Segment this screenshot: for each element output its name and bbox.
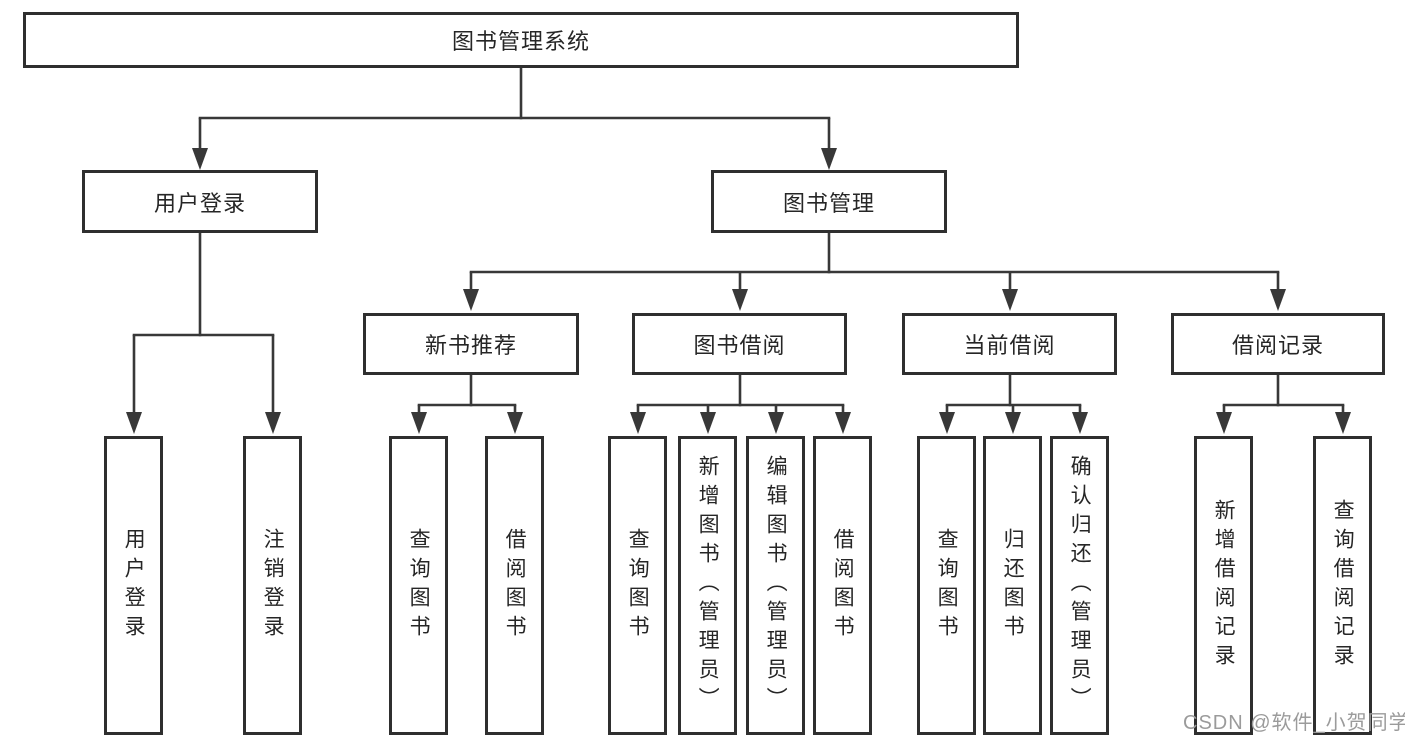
leaf-query-books-2-label: 查询图书 — [626, 527, 650, 644]
connector-user-login-children — [126, 233, 281, 434]
node-book-management-label: 图书管理 — [782, 190, 875, 216]
leaf-borrow-books-1-label: 借阅图书 — [503, 527, 527, 644]
leaf-logout: 注销登录 — [243, 436, 302, 735]
leaf-borrow-books-2: 借阅图书 — [813, 436, 872, 735]
connector-book-management-children — [463, 233, 1286, 311]
node-book-management: 图书管理 — [711, 170, 947, 233]
leaf-return-books: 归还图书 — [983, 436, 1042, 735]
node-root-label: 图书管理系统 — [451, 29, 590, 54]
csdn-watermark: CSDN @软件_小贺同学 — [1183, 712, 1405, 734]
leaf-edit-books-admin: 编辑图书（管理员） — [746, 436, 805, 735]
leaf-query-books-1-label: 查询图书 — [407, 527, 431, 644]
leaf-return-books-label: 归还图书 — [1001, 527, 1025, 644]
leaf-add-books-admin-label: 新增图书（管理员） — [696, 455, 720, 716]
node-new-book-recommend: 新书推荐 — [363, 313, 579, 375]
leaf-add-borrow-record: 新增借阅记录 — [1194, 436, 1253, 735]
connector-book-borrow-children — [630, 375, 851, 434]
leaf-borrow-books-1: 借阅图书 — [485, 436, 544, 735]
leaf-query-borrow-record-label: 查询借阅记录 — [1331, 498, 1355, 673]
leaf-logout-label: 注销登录 — [261, 527, 285, 644]
node-user-login-label: 用户登录 — [153, 190, 246, 216]
leaf-query-books-2: 查询图书 — [608, 436, 667, 735]
node-borrow-records-label: 借阅记录 — [1231, 333, 1324, 358]
leaf-query-borrow-record: 查询借阅记录 — [1313, 436, 1372, 735]
node-current-borrow: 当前借阅 — [902, 313, 1117, 375]
node-new-book-recommend-label: 新书推荐 — [424, 333, 517, 358]
connector-new-book-children — [411, 375, 523, 434]
leaf-user-login-label: 用户登录 — [122, 527, 146, 644]
connector-borrow-records-children — [1216, 375, 1351, 434]
leaf-query-books-1: 查询图书 — [389, 436, 448, 735]
leaf-confirm-return-admin-label: 确认归还（管理员） — [1068, 455, 1092, 716]
node-root: 图书管理系统 — [23, 12, 1019, 68]
leaf-borrow-books-2-label: 借阅图书 — [831, 527, 855, 644]
leaf-user-login: 用户登录 — [104, 436, 163, 735]
leaf-query-books-3-label: 查询图书 — [935, 527, 959, 644]
node-user-login: 用户登录 — [82, 170, 318, 233]
leaf-confirm-return-admin: 确认归还（管理员） — [1050, 436, 1109, 735]
leaf-edit-books-admin-label: 编辑图书（管理员） — [764, 455, 788, 716]
connector-current-borrow-children — [939, 375, 1088, 434]
leaf-add-books-admin: 新增图书（管理员） — [678, 436, 737, 735]
node-book-borrow: 图书借阅 — [632, 313, 847, 375]
node-book-borrow-label: 图书借阅 — [693, 333, 786, 358]
leaf-query-books-3: 查询图书 — [917, 436, 976, 735]
connector-root-children — [192, 68, 837, 170]
node-current-borrow-label: 当前借阅 — [963, 333, 1056, 358]
leaf-add-borrow-record-label: 新增借阅记录 — [1212, 498, 1236, 673]
node-borrow-records: 借阅记录 — [1171, 313, 1385, 375]
